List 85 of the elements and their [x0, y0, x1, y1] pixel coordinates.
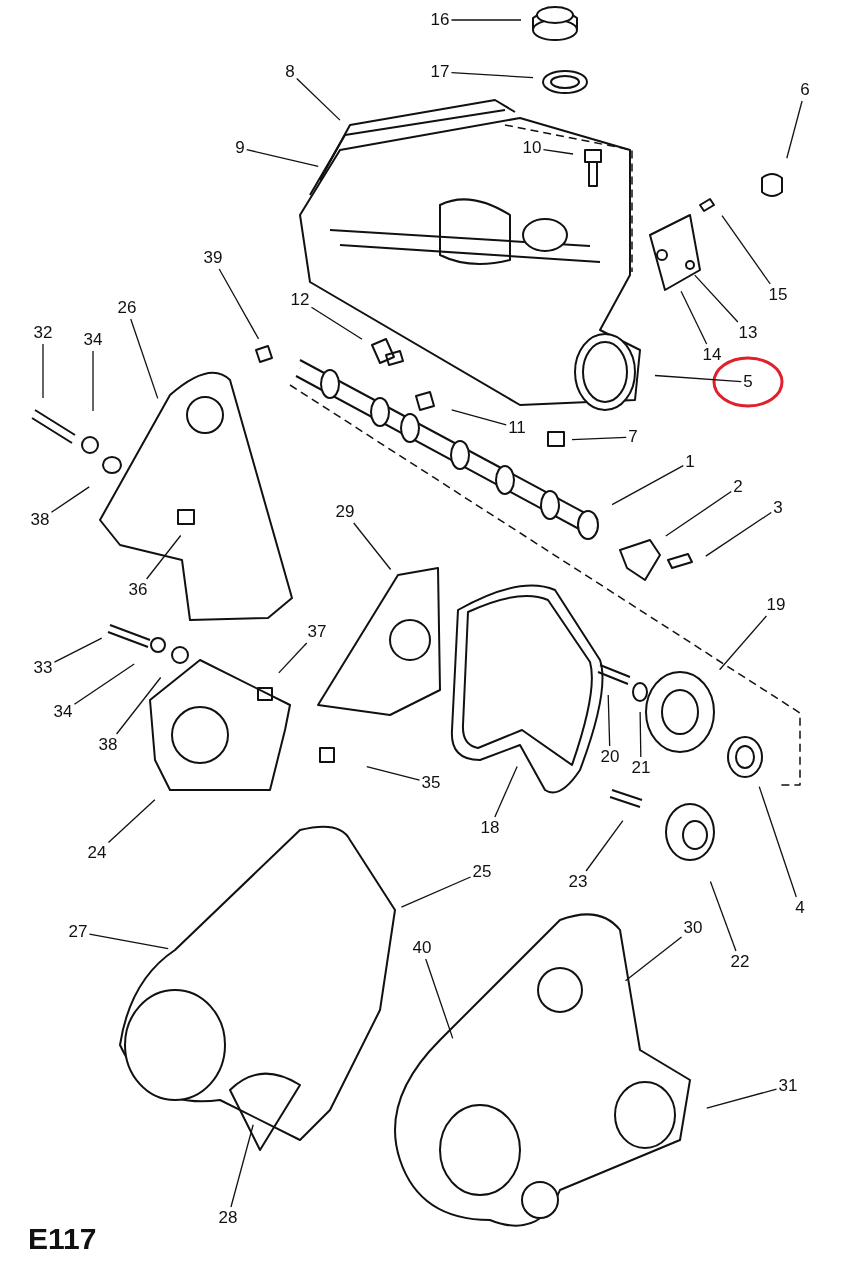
leader-line — [607, 694, 611, 747]
leader-line — [296, 77, 341, 121]
leader-line — [366, 766, 421, 781]
leader-line — [310, 306, 363, 340]
leader-line — [353, 522, 392, 571]
callout-number: 23 — [567, 872, 589, 892]
callout-number: 6 — [799, 80, 811, 100]
leader-line — [88, 933, 169, 950]
callout-number: 24 — [86, 843, 108, 863]
callout-number: 34 — [52, 702, 74, 722]
leader-line — [73, 663, 135, 705]
leader-line — [571, 436, 627, 441]
leader-line — [425, 958, 454, 1039]
callout-number: 32 — [32, 323, 54, 343]
callout-number: 30 — [682, 918, 704, 938]
callout-number: 26 — [116, 298, 138, 318]
callout-number: 10 — [521, 138, 543, 158]
leader-line — [450, 19, 522, 21]
leader-line — [107, 799, 156, 844]
callout-number: 38 — [97, 735, 119, 755]
leader-line — [450, 72, 534, 79]
leader-line — [585, 820, 624, 872]
callout-number: 13 — [737, 323, 759, 343]
callout-number: 3 — [772, 498, 784, 518]
figure-code: E117 — [28, 1222, 97, 1256]
callout-number: 14 — [701, 345, 723, 365]
leader-line — [758, 786, 797, 898]
callout-number: 4 — [794, 898, 806, 918]
callout-number: 20 — [599, 747, 621, 767]
callout-number: 28 — [217, 1208, 239, 1228]
leader-line — [50, 486, 90, 513]
callout-number: 17 — [429, 62, 451, 82]
leader-line — [705, 511, 772, 557]
leader-line — [680, 290, 708, 345]
callout-number: 40 — [411, 938, 433, 958]
callout-number: 11 — [507, 418, 527, 438]
leader-line — [611, 465, 684, 506]
leader-line — [218, 268, 260, 340]
callout-number: 21 — [630, 758, 652, 778]
leader-line — [709, 880, 737, 952]
leader-line — [230, 1124, 254, 1208]
leader-line — [278, 642, 308, 674]
leader-line — [706, 1088, 778, 1109]
callout-number: 31 — [777, 1076, 799, 1096]
callout-number: 8 — [284, 62, 296, 82]
leader-line — [53, 637, 103, 663]
callout-number: 27 — [67, 922, 89, 942]
leader-line — [400, 876, 472, 908]
callout-number: 7 — [627, 427, 639, 447]
leader-line — [721, 215, 771, 285]
callout-number: 19 — [765, 595, 787, 615]
leader-line — [624, 936, 683, 982]
callout-number: 39 — [202, 248, 224, 268]
callout-number: 36 — [127, 580, 149, 600]
callout-number: 5 — [742, 372, 754, 392]
callout-number: 33 — [32, 658, 54, 678]
leader-line — [130, 318, 159, 399]
callout-number: 35 — [420, 773, 442, 793]
callout-number: 29 — [334, 502, 356, 522]
leader-line — [451, 409, 507, 426]
callout-number: 1 — [684, 452, 696, 472]
callout-number: 18 — [479, 818, 501, 838]
leader-line — [145, 534, 182, 580]
leader-line — [246, 148, 319, 168]
callout-number: 22 — [729, 952, 751, 972]
leader-line — [542, 149, 574, 155]
callout-number: 38 — [29, 510, 51, 530]
leader-line — [42, 343, 44, 399]
callout-number: 16 — [429, 10, 451, 30]
leader-line — [786, 100, 803, 159]
callout-number: 9 — [234, 138, 246, 158]
leader-line — [92, 350, 94, 412]
leader-line — [665, 490, 732, 537]
leader-line — [718, 615, 768, 671]
callout-number: 34 — [82, 330, 104, 350]
callout-number: 12 — [289, 290, 311, 310]
leader-line — [115, 676, 162, 735]
leader-line — [639, 711, 642, 758]
leader-line — [654, 374, 742, 383]
callout-number: 2 — [732, 477, 744, 497]
leader-line — [494, 765, 518, 818]
leader-line — [694, 274, 739, 323]
callout-number: 37 — [306, 622, 328, 642]
callout-number: 25 — [471, 862, 493, 882]
callout-number: 15 — [767, 285, 789, 305]
